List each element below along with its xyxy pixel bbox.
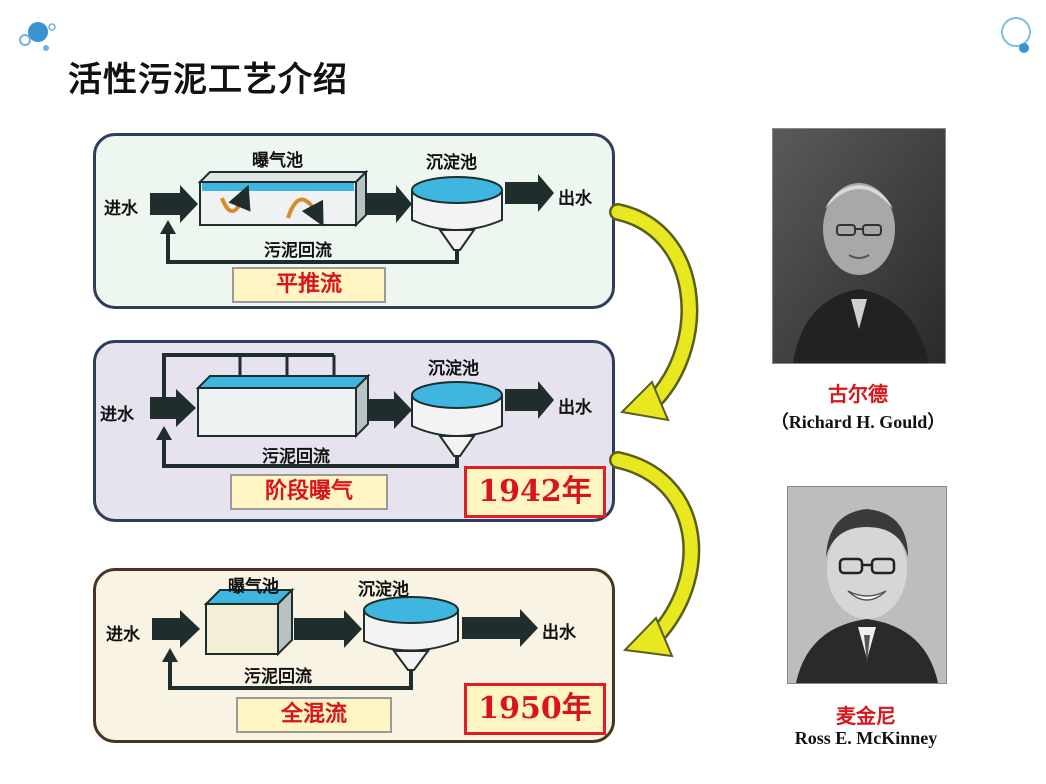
inflow-arrow bbox=[150, 185, 198, 223]
clarifier bbox=[411, 381, 503, 457]
person-name-en: （Richard H. Gould） bbox=[770, 412, 946, 432]
outflow-arrow bbox=[505, 381, 554, 419]
influent-label: 进水 bbox=[106, 625, 140, 645]
outflow-arrow bbox=[462, 609, 538, 647]
aeration-tank bbox=[195, 375, 371, 389]
influent-label: 进水 bbox=[100, 405, 134, 425]
portrait-photo-gould bbox=[772, 128, 946, 364]
year-badge: 1950年 bbox=[464, 683, 606, 735]
clarifier bbox=[411, 176, 503, 251]
step-feed-line bbox=[162, 353, 334, 412]
person-name-en: Ross E. McKinney bbox=[794, 728, 938, 748]
outflow-arrow bbox=[505, 174, 554, 212]
clarifier-label: 沉淀池 bbox=[426, 153, 477, 173]
page-title: 活性污泥工艺介绍 bbox=[68, 60, 348, 100]
influent-label: 进水 bbox=[104, 199, 138, 219]
portrait-photo-mckinney bbox=[787, 486, 947, 684]
sludge-return-line bbox=[162, 438, 459, 468]
mixing-arrow bbox=[286, 197, 324, 227]
effluent-label: 出水 bbox=[558, 189, 592, 209]
mixing-arrow bbox=[220, 184, 251, 213]
flow-mode-label: 全混流 bbox=[236, 697, 392, 733]
aeration-tank-label: 曝气池 bbox=[228, 577, 279, 597]
clarifier-label: 沉淀池 bbox=[358, 580, 409, 600]
sludge-return-label: 污泥回流 bbox=[262, 447, 330, 467]
flow-mode-label: 平推流 bbox=[232, 267, 386, 303]
sludge-return-label: 污泥回流 bbox=[264, 241, 332, 261]
sludge-return-line bbox=[166, 232, 459, 264]
clarifier-label: 沉淀池 bbox=[428, 359, 479, 379]
corner-bubbles-right-icon bbox=[1001, 17, 1031, 53]
aeration-tank bbox=[197, 171, 369, 183]
inflow-arrow bbox=[152, 610, 200, 648]
person-name-cn: 麦金尼 bbox=[836, 704, 896, 728]
effluent-label: 出水 bbox=[542, 623, 576, 643]
clarifier bbox=[363, 596, 459, 671]
effluent-label: 出水 bbox=[558, 398, 592, 418]
aeration-tank-label: 曝气池 bbox=[252, 151, 303, 171]
sludge-return-label: 污泥回流 bbox=[244, 667, 312, 687]
year-badge: 1942年 bbox=[464, 466, 606, 518]
flow-mode-label: 阶段曝气 bbox=[230, 474, 388, 510]
inflow-arrow bbox=[150, 389, 196, 427]
corner-bubbles-left-icon bbox=[19, 22, 56, 51]
sludge-return-line bbox=[168, 660, 413, 690]
person-name-cn: 古尔德 bbox=[828, 382, 888, 406]
